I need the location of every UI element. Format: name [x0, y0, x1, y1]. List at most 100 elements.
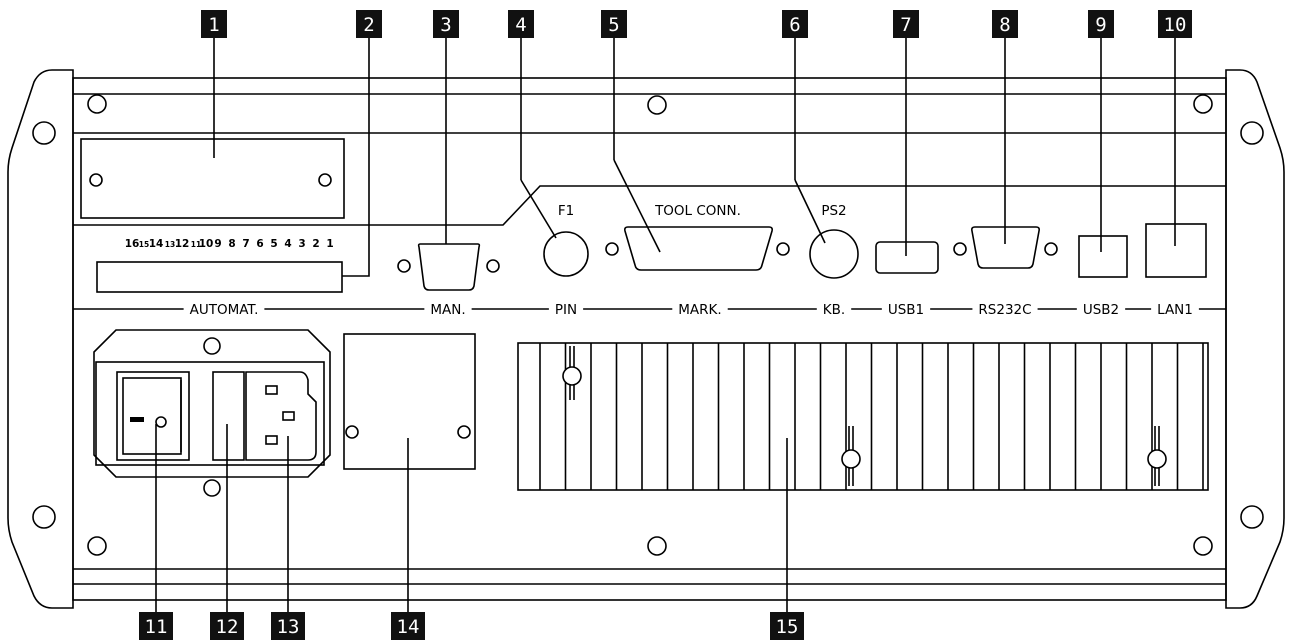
svg-text:1: 1	[208, 14, 219, 36]
screw-hole	[1193, 94, 1213, 114]
ps2-label: PS2	[821, 203, 846, 219]
callouts-top: 1 2 3 4 5 6 7 8 9 10	[201, 10, 1192, 38]
automat-pin-number: 5	[270, 238, 277, 250]
rs232c-label: RS232C	[978, 302, 1031, 318]
screw-hole	[318, 173, 332, 187]
screw-hole	[203, 337, 221, 355]
screw-hole	[647, 536, 667, 556]
svg-text:8: 8	[999, 14, 1010, 36]
screw-hole	[457, 425, 471, 439]
automat-pin-number: 3	[298, 238, 305, 250]
screw-hole	[1147, 449, 1167, 469]
svg-text:7: 7	[900, 14, 911, 36]
f1-socket	[543, 231, 589, 277]
callout-10: 10	[1158, 10, 1192, 38]
usb2-label: USB2	[1083, 302, 1119, 318]
automat-pin-number: 1	[326, 238, 333, 250]
callout-1: 1	[201, 10, 227, 38]
housing-outline	[72, 77, 1227, 601]
callout-11: 11	[139, 612, 173, 640]
screw-hole	[32, 121, 56, 145]
callout-4: 4	[508, 10, 534, 38]
right-mounting-ear	[1225, 69, 1285, 609]
automat-label: AUTOMAT.	[190, 302, 259, 318]
svg-text:15: 15	[776, 616, 799, 638]
fuse-holder	[212, 371, 245, 461]
callout-6: 6	[782, 10, 808, 38]
automat-pin-number: 15	[139, 240, 149, 249]
usb2-port	[1078, 235, 1128, 278]
screw-hole	[953, 242, 967, 256]
callout-14: 14	[391, 612, 425, 640]
man-label: MAN.	[430, 302, 465, 318]
screw-hole	[89, 173, 103, 187]
lan1-port	[1145, 223, 1207, 278]
screw-hole	[776, 242, 790, 256]
panel-divider	[73, 185, 1226, 226]
kb-label: KB.	[823, 302, 845, 318]
callout-9: 9	[1088, 10, 1114, 38]
blank-cover-plate	[80, 138, 345, 219]
screw-hole	[87, 536, 107, 556]
automat-pin-number: 12	[175, 238, 190, 250]
automat-pin-number: 7	[242, 238, 249, 250]
callout-2: 2	[356, 10, 382, 38]
svg-text:11: 11	[145, 616, 168, 638]
svg-text:12: 12	[216, 616, 239, 638]
power-switch	[116, 371, 190, 461]
automat-pin-number: 9	[214, 238, 221, 250]
tool-conn-connector	[624, 226, 773, 271]
man-connector	[417, 243, 481, 291]
rs232c-connector	[971, 226, 1040, 269]
screw-hole	[345, 425, 359, 439]
callout-5: 5	[601, 10, 627, 38]
callout-12: 12	[210, 612, 244, 640]
callout-13: 13	[271, 612, 305, 640]
automat-pin-number: 4	[284, 238, 291, 250]
svg-text:10: 10	[1164, 14, 1187, 36]
heat-sink	[517, 342, 1209, 491]
svg-text:6: 6	[789, 14, 800, 36]
automat-pin-number: 16	[125, 238, 140, 250]
usb1-port	[875, 241, 939, 274]
callouts-bottom: 11 12 13 14 15	[139, 612, 804, 640]
screw-hole	[1240, 505, 1264, 529]
callout-8: 8	[992, 10, 1018, 38]
automat-pin-number: 13	[165, 240, 175, 249]
option-cover-plate	[343, 333, 476, 470]
screw-hole	[605, 242, 619, 256]
ps2-socket	[809, 229, 859, 279]
svg-text:4: 4	[515, 14, 526, 36]
callout-15: 15	[770, 612, 804, 640]
automat-pin-number: 2	[312, 238, 319, 250]
automat-pin-number: 14	[149, 238, 164, 250]
screw-hole	[1240, 121, 1264, 145]
automat-pin-number: 8	[228, 238, 235, 250]
callout-7: 7	[893, 10, 919, 38]
screw-hole	[32, 505, 56, 529]
automat-pin-number: 11	[191, 240, 201, 249]
svg-text:3: 3	[440, 14, 451, 36]
screw-hole	[647, 95, 667, 115]
svg-text:5: 5	[608, 14, 619, 36]
left-mounting-ear	[7, 69, 74, 609]
automat-connector	[96, 261, 343, 293]
iec-power-inlet	[245, 371, 317, 461]
lan1-label: LAN1	[1157, 302, 1193, 318]
screw-hole	[87, 94, 107, 114]
callout-3: 3	[433, 10, 459, 38]
svg-text:14: 14	[397, 616, 420, 638]
f1-label: F1	[558, 203, 574, 219]
power-entry-module	[93, 329, 331, 478]
tool-conn-label: TOOL CONN.	[654, 203, 741, 219]
svg-text:9: 9	[1095, 14, 1106, 36]
screw-hole	[486, 259, 500, 273]
svg-text:2: 2	[363, 14, 374, 36]
usb1-label: USB1	[888, 302, 924, 318]
screw-hole	[841, 449, 861, 469]
screw-hole	[397, 259, 411, 273]
screw-hole	[1044, 242, 1058, 256]
pin-label: PIN	[555, 302, 577, 318]
